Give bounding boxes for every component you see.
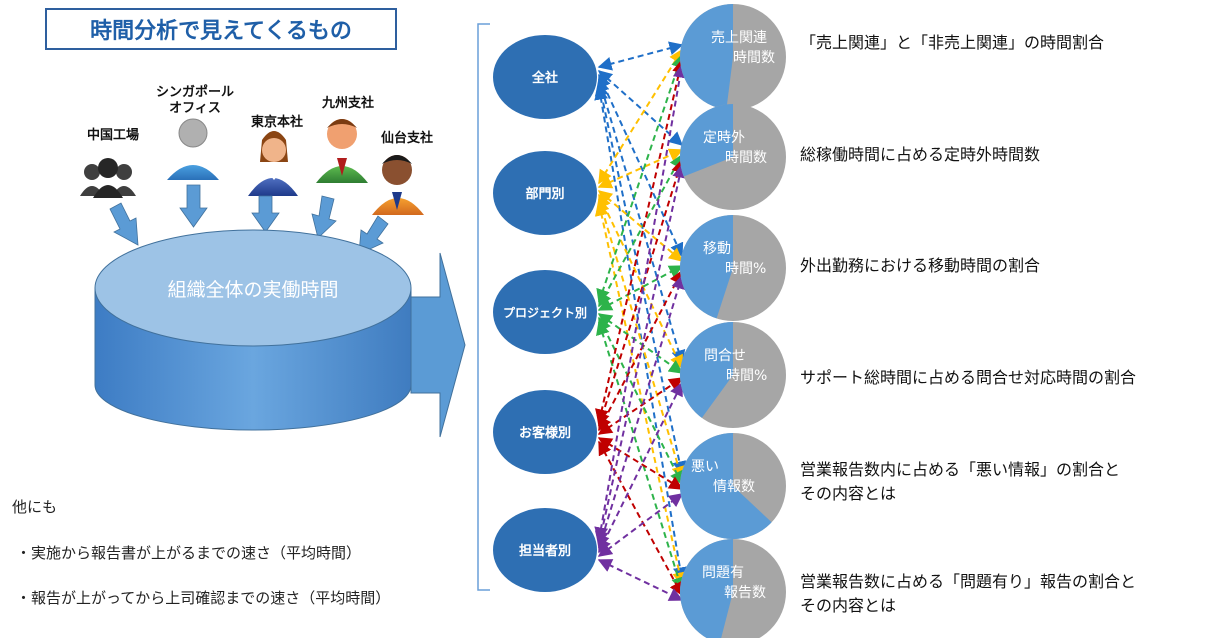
metric-description-4: その内容とは: [800, 484, 896, 503]
metric-pie-slice: [680, 433, 772, 539]
source-label-china: 中国工場: [87, 127, 139, 143]
category-node-0: 全社: [493, 35, 597, 119]
source-label-singapore-2: オフィス: [169, 101, 221, 116]
category-node-label: お客様別: [519, 425, 571, 441]
category-node-1: 部門別: [493, 151, 597, 235]
connector-4-4: [597, 493, 684, 557]
metric-pie-label: 悪い: [691, 459, 719, 475]
down-arrow-china: [109, 202, 139, 246]
businessman-orange-icon: [372, 155, 424, 215]
metric-description-2: 外出勤務における移動時間の割合: [800, 256, 1040, 275]
metric-description-1: 総稼働時間に占める定時外時間数: [800, 145, 1040, 164]
metric-pie-1: 定時外時間数: [680, 104, 786, 210]
connector-4-1: [594, 163, 687, 546]
businessman-green-icon: [316, 119, 368, 183]
group-silhouette-icon: [80, 158, 136, 198]
analysis-bracket: [477, 23, 490, 591]
metric-pie-label: 報告数: [724, 585, 766, 601]
connector-4-2: [595, 274, 686, 550]
category-node-4: 担当者別: [493, 508, 597, 592]
metric-pie-label: 情報数: [713, 479, 755, 495]
down-arrow-kyushu: [311, 195, 337, 239]
metric-pie-label: 時間%: [725, 261, 766, 277]
connection-lines: [594, 41, 687, 601]
metric-pie-label: 売上関連: [711, 30, 767, 46]
metric-pie-label: 時間数: [725, 150, 767, 166]
category-node-label: プロジェクト別: [503, 305, 587, 320]
source-label-tokyo: 東京本社: [251, 114, 303, 130]
notes-item-2: ・報告が上がってから上司確認までの速さ（平均時間）: [16, 589, 391, 607]
metric-description-0: 「売上関連」と「非売上関連」の時間割合: [800, 33, 1104, 52]
category-node-label: 全社: [531, 70, 558, 86]
metric-pie-slice: [680, 322, 733, 418]
organization-hours-drum: 組織全体の実働時間: [94, 229, 412, 431]
category-node-2: プロジェクト別: [493, 270, 597, 354]
connector-0-2: [597, 73, 684, 258]
source-label-sendai: 仙台支社: [381, 130, 433, 146]
metric-pie-label: 時間%: [726, 368, 767, 384]
metric-pie-slice: [680, 104, 733, 177]
metric-pie-slice: [680, 539, 733, 638]
category-node-label: 担当者別: [519, 543, 571, 559]
metric-description-5: その内容とは: [800, 596, 896, 615]
down-arrow-singapore: [179, 184, 208, 228]
category-node-3: お客様別: [493, 390, 597, 474]
metric-description-3: サポート総時間に占める問合せ対応時間の割合: [800, 368, 1136, 387]
diagram-title: 時間分析で見えてくるもの: [45, 8, 397, 50]
metric-descriptions: 「売上関連」と「非売上関連」の時間割合総稼働時間に占める定時外時間数外出勤務にお…: [800, 33, 1136, 615]
connector-1-5: [594, 201, 687, 587]
metric-description-4: 営業報告数内に占める「悪い情報」の割合と: [800, 460, 1120, 479]
source-label-singapore-1: シンガポール: [156, 84, 234, 100]
notes-heading: 他にも: [12, 498, 58, 516]
down-arrow-tokyo: [251, 195, 280, 233]
gray-person-icon: [167, 118, 219, 180]
connector-0-0: [597, 41, 684, 71]
metric-pie-label: 定時外: [703, 130, 745, 146]
drum-label: 組織全体の実働時間: [167, 279, 338, 301]
connector-4-5: [597, 559, 684, 601]
metric-pie-label: 問題有: [702, 565, 744, 581]
metric-description-5: 営業報告数に占める「問題有り」報告の割合と: [800, 572, 1136, 591]
metric-pie-label: 移動: [703, 241, 731, 257]
category-node-label: 部門別: [525, 186, 564, 202]
metric-pie-slice: [679, 215, 733, 319]
metric-pie-2: 移動時間%: [679, 215, 786, 321]
source-label-kyushu: 九州支社: [321, 95, 374, 111]
connector-3-5: [598, 440, 683, 597]
metric-pie-label: 時間数: [733, 50, 775, 66]
connector-2-5: [596, 320, 685, 592]
notes-item-1: ・実施から報告書が上がるまでの速さ（平均時間）: [16, 544, 362, 562]
connector-1-1: [597, 148, 684, 189]
metric-pie-label: 問合せ: [704, 348, 746, 364]
flow-right-arrow: [410, 252, 466, 438]
metric-pie-slice: [680, 4, 733, 110]
businesswoman-icon: [248, 131, 298, 196]
down-arrow-sendai: [358, 215, 389, 255]
